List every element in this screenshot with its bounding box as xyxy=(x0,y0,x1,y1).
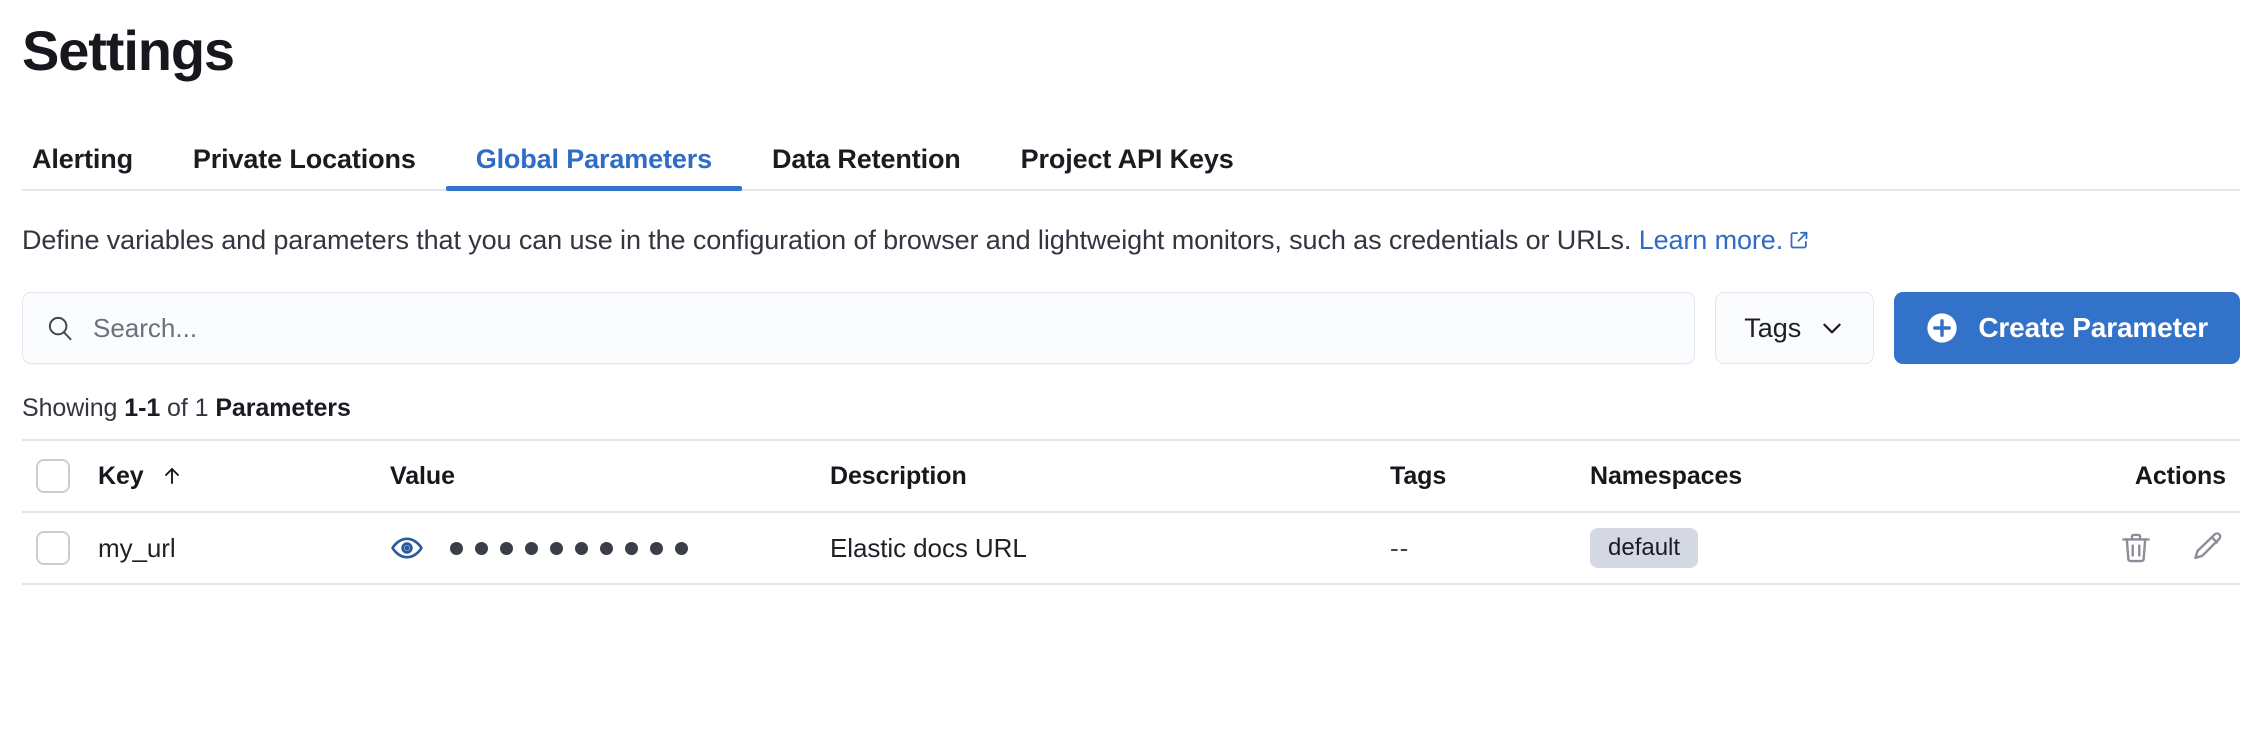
tags-filter-button[interactable]: Tags xyxy=(1715,292,1875,365)
column-header-tags-label: Tags xyxy=(1390,461,1447,490)
results-range: 1-1 xyxy=(124,394,161,423)
tab-project-api-keys[interactable]: Project API Keys xyxy=(1020,143,1234,174)
namespace-badge: default xyxy=(1590,528,1699,569)
column-header-description-label: Description xyxy=(830,461,967,490)
table-header-row: Key Value Description Tags Namespaces Ac… xyxy=(22,441,2240,514)
column-header-actions: Actions xyxy=(1980,462,2240,491)
settings-tabs: Alerting Private Locations Global Parame… xyxy=(22,125,2240,191)
row-value-cell xyxy=(390,531,830,565)
row-select-cell xyxy=(22,531,98,566)
column-header-key[interactable]: Key xyxy=(98,462,390,491)
column-header-value: Value xyxy=(390,462,830,491)
row-select-checkbox[interactable] xyxy=(36,531,70,566)
row-key-value: my_url xyxy=(98,532,176,563)
row-description-cell: Elastic docs URL xyxy=(830,533,1390,564)
select-all-checkbox[interactable] xyxy=(36,459,70,494)
table-row: my_url Elastic docs URL -- default xyxy=(22,513,2240,586)
results-noun: Parameters xyxy=(215,394,351,423)
edit-icon[interactable] xyxy=(2190,530,2226,566)
select-all-cell xyxy=(22,459,98,494)
chevron-down-icon xyxy=(1819,315,1845,341)
column-header-namespaces: Namespaces xyxy=(1590,462,1980,491)
learn-more-label: Learn more. xyxy=(1638,224,1784,255)
tab-data-retention[interactable]: Data Retention xyxy=(772,143,961,174)
search-input[interactable] xyxy=(93,312,1673,344)
results-middle: of 1 xyxy=(167,394,209,423)
description-body: Define variables and parameters that you… xyxy=(22,224,1632,255)
row-tags-cell: -- xyxy=(1390,533,1590,564)
eye-icon[interactable] xyxy=(390,531,424,565)
row-tags-value: -- xyxy=(1390,532,1410,563)
search-icon xyxy=(45,313,75,343)
delete-icon[interactable] xyxy=(2118,530,2154,566)
column-header-namespaces-label: Namespaces xyxy=(1590,461,1743,490)
tab-private-locations[interactable]: Private Locations xyxy=(192,143,416,174)
controls-row: Tags Create Parameter xyxy=(22,292,2240,365)
column-header-description: Description xyxy=(830,462,1390,491)
masked-value xyxy=(450,541,688,555)
parameters-table: Key Value Description Tags Namespaces Ac… xyxy=(22,439,2240,586)
column-header-actions-label: Actions xyxy=(2134,461,2226,490)
arrow-up-icon xyxy=(160,464,184,488)
results-count: Showing 1-1 of 1 Parameters xyxy=(22,394,2240,423)
row-actions-cell xyxy=(1980,530,2240,566)
search-box[interactable] xyxy=(22,292,1696,365)
row-namespaces-cell: default xyxy=(1590,528,1980,569)
row-key-cell: my_url xyxy=(98,533,390,564)
learn-more-link[interactable]: Learn more. xyxy=(1639,225,1809,255)
page-title: Settings xyxy=(22,19,235,82)
tags-filter-label: Tags xyxy=(1744,312,1802,343)
create-parameter-label: Create Parameter xyxy=(1978,312,2208,344)
column-header-tags: Tags xyxy=(1390,462,1590,491)
column-header-value-label: Value xyxy=(390,461,455,490)
column-header-key-label: Key xyxy=(98,461,144,490)
tab-alerting[interactable]: Alerting xyxy=(32,143,133,174)
description-text: Define variables and parameters that you… xyxy=(22,221,2240,260)
results-prefix: Showing xyxy=(22,394,118,423)
tab-global-parameters[interactable]: Global Parameters xyxy=(445,145,743,191)
row-description-value: Elastic docs URL xyxy=(830,532,1027,563)
create-parameter-button[interactable]: Create Parameter xyxy=(1894,292,2240,365)
plus-circle-icon xyxy=(1926,312,1958,344)
external-link-icon xyxy=(1789,230,1809,250)
